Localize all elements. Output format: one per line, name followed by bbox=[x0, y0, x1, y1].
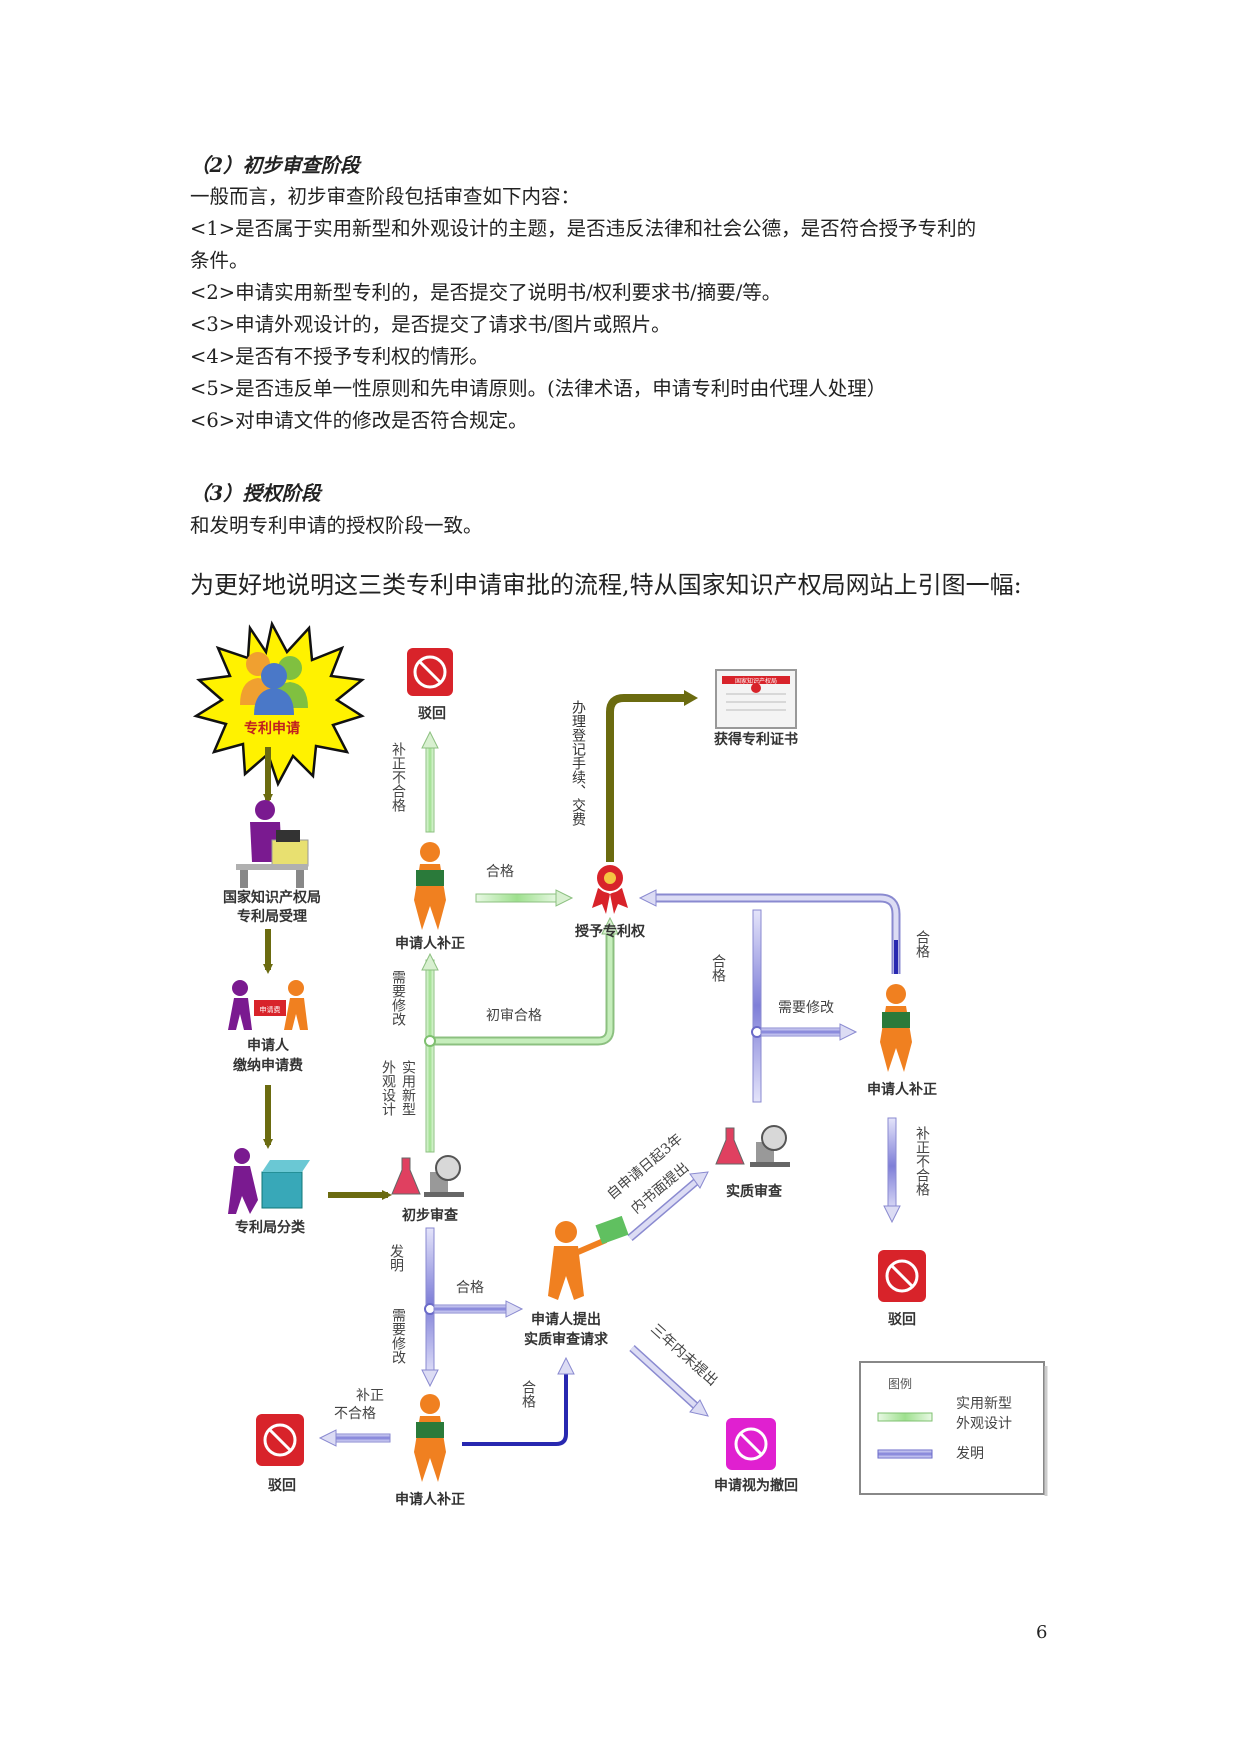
olive-flow-left bbox=[263, 747, 392, 1200]
node-reject-right-label: 驳回 bbox=[888, 1312, 916, 1328]
node-grant: 授予专利权 bbox=[575, 863, 646, 940]
node-certificate-label: 获得专利证书 bbox=[714, 731, 798, 748]
person-with-books-icon bbox=[414, 842, 446, 930]
edge-label: 需要修改 bbox=[390, 970, 406, 1026]
node-reject-top-label: 驳回 bbox=[418, 706, 446, 722]
node-correct-right-label: 申请人补正 bbox=[867, 1081, 937, 1098]
node-correct-mid-label: 申请人补正 bbox=[395, 935, 465, 952]
section3-line: 和发明专利申请的授权阶段一致。 bbox=[190, 514, 483, 537]
node-prelim: 初步审查 bbox=[391, 1155, 464, 1224]
edge-register-fee: 办理登记手续、交费 bbox=[570, 700, 586, 826]
edge-label: 不合格 bbox=[334, 1406, 376, 1422]
person-with-books-icon bbox=[880, 984, 912, 1072]
edge-label: 需要修改 bbox=[778, 1000, 834, 1016]
edge-label: 合格 bbox=[520, 1380, 536, 1408]
edge-labels: 补正不合格 合格 需要修改 初审合格 实用新型 外观设计 发明 合格 需要修改 … bbox=[334, 742, 930, 1422]
lab-equipment-icon bbox=[391, 1155, 464, 1197]
node-request-label: 实质审查请求 bbox=[524, 1331, 609, 1348]
edge-label: 外观设计 bbox=[380, 1060, 396, 1116]
legend-green-swatch bbox=[877, 1412, 933, 1422]
edge-label: 初审合格 bbox=[486, 1007, 542, 1024]
node-withdrawn-label: 申请视为撤回 bbox=[714, 1477, 798, 1494]
person-box-icon bbox=[228, 1148, 310, 1214]
edge-label: 合格 bbox=[914, 930, 930, 958]
node-office: 国家知识产权局 专利局受理 bbox=[223, 800, 321, 925]
node-fee: 申请费 申请人 缴纳申请费 bbox=[228, 980, 308, 1074]
node-correct-mid: 申请人补正 bbox=[395, 842, 465, 952]
edge-label: 补正 bbox=[356, 1388, 384, 1404]
person-with-books-icon bbox=[414, 1394, 446, 1482]
node-reject-bottom: 驳回 bbox=[256, 1414, 304, 1494]
page-number: 6 bbox=[1036, 1622, 1048, 1643]
node-reject-top: 驳回 bbox=[407, 648, 453, 722]
olive-flow-register bbox=[606, 694, 688, 862]
node-substantive: 实质审查 bbox=[715, 1125, 790, 1200]
edge-label: 合格 bbox=[486, 864, 514, 880]
node-correct-right: 申请人补正 bbox=[867, 984, 937, 1098]
legend-design: 外观设计 bbox=[956, 1416, 1012, 1432]
node-apply-label: 专利申请 bbox=[244, 720, 300, 737]
node-substantive-label: 实质审查 bbox=[726, 1183, 783, 1200]
blue-flow bbox=[318, 889, 901, 1447]
node-grant-label: 授予专利权 bbox=[575, 923, 646, 940]
edge-label: 补正不合格 bbox=[914, 1126, 930, 1196]
lab-equipment-icon bbox=[715, 1125, 790, 1167]
fee-doc-label: 申请费 bbox=[260, 1005, 281, 1014]
green-flow bbox=[421, 730, 619, 1153]
edge-label: 合格 bbox=[456, 1280, 484, 1296]
section2-line: <6>对申请文件的修改是否符合规定。 bbox=[190, 409, 528, 432]
section2-heading: （2）初步审查阶段 bbox=[190, 154, 360, 177]
section2-line: <3>申请外观设计的，是否提交了请求书/图片或照片。 bbox=[190, 313, 671, 336]
node-fee-label: 申请人 bbox=[247, 1037, 290, 1054]
node-certificate: 国家知识产权局 获得专利证书 bbox=[714, 669, 798, 748]
section2-line: <4>是否有不授予专利权的情形。 bbox=[190, 345, 489, 368]
edge-label: 实用新型 bbox=[400, 1060, 416, 1116]
section2-line: 一般而言，初步审查阶段包括审查如下内容： bbox=[190, 185, 581, 208]
legend-title: 图例 bbox=[888, 1377, 912, 1391]
legend-invention: 发明 bbox=[956, 1446, 984, 1462]
legend-blue-swatch bbox=[877, 1449, 933, 1459]
two-people-exchange-icon: 申请费 bbox=[228, 980, 308, 1030]
node-request-label: 申请人提出 bbox=[531, 1311, 601, 1328]
section2-line: 条件。 bbox=[190, 249, 249, 272]
section2-line: <1>是否属于实用新型和外观设计的主题，是否违反法律和社会公德，是否符合授予专利… bbox=[190, 217, 977, 240]
legend-utility: 实用新型 bbox=[956, 1396, 1012, 1412]
edge-label: 补正不合格 bbox=[390, 742, 406, 812]
edge-label: 需要修改 bbox=[390, 1308, 406, 1364]
node-request: 申请人提出 实质审查请求 bbox=[524, 1215, 629, 1348]
edge-label: 发明 bbox=[388, 1244, 404, 1273]
node-withdrawn: 申请视为撤回 bbox=[714, 1418, 798, 1494]
node-classify: 专利局分类 bbox=[228, 1148, 310, 1236]
node-prelim-label: 初步审查 bbox=[402, 1207, 459, 1224]
edge-label: 合格 bbox=[710, 954, 726, 982]
figure-intro: 为更好地说明这三类专利申请审批的流程,特从国家知识产权局网站上引图一幅: bbox=[190, 571, 1022, 599]
node-office-label: 专利局受理 bbox=[237, 908, 307, 925]
node-reject-right: 驳回 bbox=[878, 1250, 926, 1328]
section2-line: <5>是否违反单一性原则和先申请原则。(法律术语，申请专利时由代理人处理） bbox=[190, 377, 887, 400]
node-correct-bottom-label: 申请人补正 bbox=[395, 1491, 465, 1508]
node-classify-label: 专利局分类 bbox=[235, 1219, 306, 1236]
node-office-label: 国家知识产权局 bbox=[223, 889, 321, 906]
certificate-header: 国家知识产权局 bbox=[735, 677, 777, 685]
edge-label: 三年内未提出 bbox=[647, 1321, 720, 1389]
node-reject-bottom-label: 驳回 bbox=[268, 1478, 296, 1494]
node-fee-label: 缴纳申请费 bbox=[233, 1057, 303, 1074]
section3-heading: （3）授权阶段 bbox=[190, 482, 321, 505]
people-icon bbox=[240, 652, 308, 715]
node-correct-bottom: 申请人补正 bbox=[395, 1394, 465, 1508]
legend: 图例 实用新型 外观设计 发明 bbox=[859, 1361, 1048, 1496]
clerk-at-desk-icon bbox=[236, 800, 309, 888]
node-apply: 专利申请 bbox=[192, 620, 366, 788]
section2-line: <2>申请实用新型专利的，是否提交了说明书/权利要求书/摘要/等。 bbox=[190, 281, 782, 304]
person-with-document-icon bbox=[548, 1215, 629, 1300]
